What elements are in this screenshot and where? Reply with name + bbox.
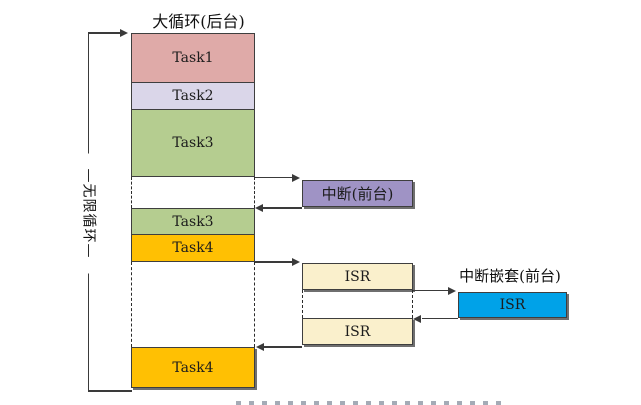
arrow-nested-return-head-icon <box>413 314 421 323</box>
task4-resume-label: Task4 <box>172 359 214 376</box>
isr-first-box: ISR <box>302 263 413 290</box>
task3-box: Task3 <box>131 109 255 177</box>
arrow-isr-to-nested <box>413 289 449 292</box>
isr-gap-dash-right <box>412 290 413 318</box>
task2-box: Task2 <box>131 82 255 110</box>
task1-box: Task1 <box>131 33 255 83</box>
interrupt-box: 中断(前台) <box>302 180 413 207</box>
task1-label: Task1 <box>172 50 214 66</box>
isr-nested-box: ISR <box>458 292 567 318</box>
background-loop-title: 大循环(后台) <box>152 12 245 31</box>
isr-nested-text: ISR <box>499 297 526 313</box>
loop-bottom-line <box>88 390 132 392</box>
column-gap-dash-right-2 <box>253 262 255 347</box>
interrupt-nested-label: 中断嵌套(前台) <box>459 267 561 285</box>
arrow-task3-to-interrupt <box>255 176 293 178</box>
task3-label: Task3 <box>172 135 214 151</box>
column-gap-dash-right-1 <box>253 177 255 208</box>
task3-resume-label: Task3 <box>172 213 214 230</box>
arrow-interrupt-return <box>262 207 302 209</box>
arrow-interrupt-return-head-icon <box>255 204 263 212</box>
arrow-isr2-return-head-icon <box>256 343 264 351</box>
interrupt-label: 中断(前台) <box>321 185 394 203</box>
loop-top-line <box>88 32 121 34</box>
arrow-task4-to-isr <box>255 261 293 263</box>
task4-label: Task4 <box>172 240 214 256</box>
isr-second-label: ISR <box>344 323 371 340</box>
isr-first-label: ISR <box>344 268 371 285</box>
arrow-nested-return <box>422 317 458 319</box>
arrow-isr-to-nested-head-icon <box>448 286 456 295</box>
column-gap-dash-left-2 <box>131 262 132 347</box>
isr-gap-dash-left <box>302 290 303 318</box>
column-gap-dash-left-1 <box>131 177 132 208</box>
arrow-task3-to-interrupt-head-icon <box>292 173 300 182</box>
task2-label: Task2 <box>172 88 214 104</box>
isr-second-box: ISR <box>302 318 413 345</box>
arrow-task4-to-isr-head-icon <box>292 258 300 266</box>
infinite-loop-label: —无限循环— <box>79 153 97 274</box>
task3-resume-box: Task3 <box>131 208 255 235</box>
task4-box: Task4 <box>131 234 255 262</box>
arrow-isr2-return <box>264 346 302 348</box>
task4-resume-box: Task4 <box>131 347 255 388</box>
caption-fragment-clipped <box>236 401 504 405</box>
loop-top-arrowhead-icon <box>120 29 128 37</box>
